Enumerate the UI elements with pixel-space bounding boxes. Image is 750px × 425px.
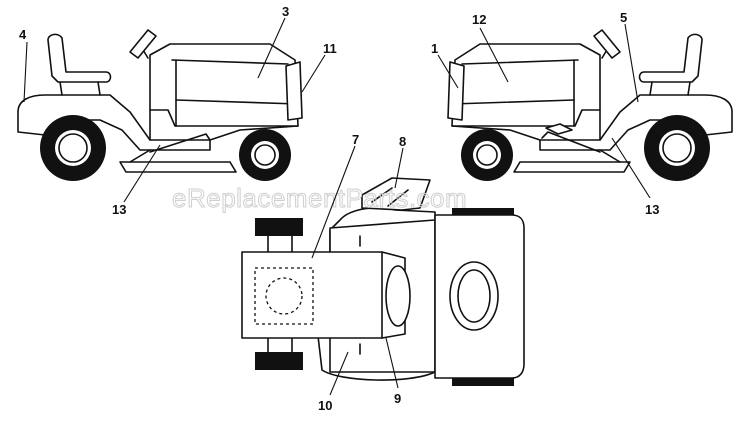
callout-4: 4 [19, 27, 27, 42]
callout-8: 8 [399, 134, 406, 149]
callout-13-right: 13 [645, 202, 659, 217]
callout-5: 5 [620, 10, 627, 25]
callout-13-left: 13 [112, 202, 126, 217]
callout-10: 10 [318, 398, 332, 413]
callout-1: 1 [431, 41, 438, 56]
left-side-view-mower [17, 29, 303, 181]
callout-labels: 4 3 11 13 1 12 5 13 7 8 10 9 [19, 4, 659, 413]
watermark: eReplacementParts.com [172, 183, 467, 213]
leader-lines [23, 17, 651, 396]
callout-12: 12 [472, 12, 486, 27]
callout-3: 3 [282, 4, 289, 19]
callout-7: 7 [352, 132, 359, 147]
top-view-mower [241, 177, 525, 386]
callout-9: 9 [394, 391, 401, 406]
right-side-view-mower [447, 29, 733, 181]
callout-11: 11 [323, 41, 337, 56]
